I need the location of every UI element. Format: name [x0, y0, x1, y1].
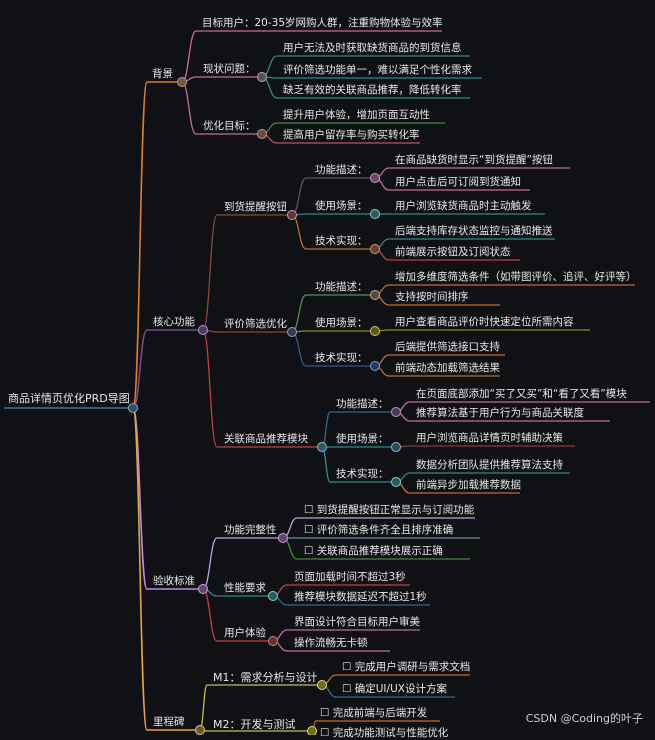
node-completeness[interactable]: 功能完整性	[224, 524, 277, 536]
connector	[291, 177, 307, 216]
node-dot[interactable]	[370, 244, 380, 254]
node-dot[interactable]	[257, 129, 267, 139]
node-dot[interactable]	[268, 636, 278, 646]
leaf-problem-1[interactable]: 用户无法及时获取缺货商品的到货信息	[283, 42, 462, 54]
node-restock-button[interactable]: 到货提醒按钮	[224, 201, 287, 213]
connector	[321, 411, 331, 448]
node-related-products[interactable]: 关联商品推荐模块	[224, 433, 308, 445]
leaf-goal-2[interactable]: 提高用户留存率与购买转化率	[283, 129, 420, 141]
watermark: CSDN @Coding的叶子	[525, 712, 643, 725]
node-dot[interactable]	[391, 477, 401, 487]
node-dot[interactable]	[287, 210, 297, 220]
connector	[181, 81, 197, 135]
leaf-completeness-1[interactable]: ☐ 到货提醒按钮正常显示与订阅功能	[304, 504, 475, 516]
node-dot[interactable]	[317, 442, 327, 452]
connector	[291, 214, 307, 250]
node-dot[interactable]	[317, 680, 327, 690]
leaf-performance-2[interactable]: 推荐模块数据延迟不超过1秒	[294, 591, 427, 603]
leaf-related-desc-2[interactable]: 推荐算法基于用户行为与商品关联度	[416, 407, 584, 419]
leaf-review-tech-2[interactable]: 前端动态加载筛选结果	[395, 362, 500, 374]
node-restock-tech[interactable]: 技术实现：	[315, 235, 368, 247]
leaf-restock-desc-2[interactable]: 用户点击后可订阅到货通知	[395, 176, 521, 188]
node-target-users[interactable]: 目标用户：20-35岁网购人群，注重购物体验与效率	[202, 17, 443, 29]
node-dot[interactable]	[370, 290, 380, 300]
node-dot[interactable]	[198, 325, 208, 335]
node-dot[interactable]	[268, 591, 278, 601]
connector	[132, 81, 148, 409]
node-dot[interactable]	[195, 725, 205, 735]
node-restock-desc[interactable]: 功能描述：	[315, 164, 368, 176]
node-review-scene[interactable]: 使用场景：	[315, 317, 368, 329]
connector	[199, 684, 208, 731]
connector	[291, 331, 307, 367]
node-dot[interactable]	[370, 361, 380, 371]
leaf-related-desc-1[interactable]: 在页面底部添加“买了又买”和“看了又看”模块	[416, 388, 627, 400]
node-performance[interactable]: 性能要求	[224, 582, 266, 594]
node-dot[interactable]	[370, 173, 380, 183]
leaf-ux-1[interactable]: 界面设计符合目标用户审美	[294, 616, 420, 628]
leaf-related-scene-1[interactable]: 用户浏览商品详情页时辅助决策	[416, 432, 563, 444]
node-goals[interactable]: 优化目标：	[203, 120, 256, 132]
leaf-restock-desc-1[interactable]: 在商品缺货时显示“到货提醒”按钮	[395, 154, 553, 166]
node-milestones[interactable]: 里程碑	[153, 716, 185, 728]
connector	[321, 446, 331, 483]
leaf-goal-1[interactable]: 提升用户体验，增加页面互动性	[283, 109, 430, 121]
node-dot[interactable]	[198, 584, 208, 594]
leaf-m1-1[interactable]: ☐ 完成用户调研与需求文档	[342, 661, 471, 673]
leaf-m1-2[interactable]: ☐ 确定UI/UX设计方案	[342, 683, 447, 695]
leaf-restock-scene-1[interactable]: 用户浏览缺货商品时主动触发	[395, 200, 532, 212]
connector	[202, 588, 218, 642]
leaf-completeness-3[interactable]: ☐ 关联商品推荐模块展示正确	[304, 545, 443, 557]
node-current-problems[interactable]: 现状问题：	[203, 63, 256, 75]
leaf-completeness-2[interactable]: ☐ 评价筛选条件齐全且排序准确	[304, 524, 454, 536]
leaf-m2-1[interactable]: ☐ 完成前端与后端开发	[320, 707, 428, 719]
node-dot[interactable]	[128, 403, 138, 413]
node-background[interactable]: 背景	[152, 68, 173, 80]
node-ux[interactable]: 用户体验	[224, 627, 266, 639]
node-review-desc[interactable]: 功能描述：	[315, 281, 368, 293]
node-related-scene[interactable]: 使用场景：	[336, 433, 389, 445]
leaf-m2-2[interactable]: ☐ 完成功能测试与性能优化	[320, 727, 449, 739]
node-dot[interactable]	[257, 72, 267, 82]
connector	[202, 329, 218, 448]
node-dot[interactable]	[391, 442, 401, 452]
node-acceptance[interactable]: 验收标准	[153, 575, 195, 587]
leaf-ux-2[interactable]: 操作流畅无卡顿	[294, 637, 368, 649]
node-review-tech[interactable]: 技术实现：	[315, 352, 368, 364]
node-dot[interactable]	[370, 326, 380, 336]
node-milestone-m2[interactable]: M2：开发与测试	[213, 718, 296, 731]
leaf-review-desc-2[interactable]: 支持按时间排序	[395, 291, 469, 303]
node-related-tech[interactable]: 技术实现：	[336, 468, 389, 480]
connector	[202, 537, 218, 590]
leaf-problem-2[interactable]: 评价筛选功能单一，难以满足个性化需求	[283, 64, 472, 76]
node-dot[interactable]	[307, 726, 317, 736]
leaf-restock-tech-1[interactable]: 后端支持库存状态监控与通知推送	[395, 225, 553, 237]
connector	[181, 30, 197, 83]
node-restock-scene[interactable]: 使用场景：	[315, 200, 368, 212]
node-dot[interactable]	[177, 77, 187, 87]
connector	[291, 294, 307, 333]
node-dot[interactable]	[278, 533, 288, 543]
leaf-review-desc-1[interactable]: 增加多维度筛选条件（如带图评价、追评、好评等）	[395, 271, 637, 283]
root-node[interactable]: 商品详情页优化PRD导图	[8, 392, 130, 405]
leaf-restock-tech-2[interactable]: 前端展示按钮及订阅状态	[395, 246, 511, 258]
leaf-review-scene-1[interactable]: 用户查看商品评价时快速定位所需内容	[395, 316, 574, 328]
connector	[202, 214, 218, 331]
node-dot[interactable]	[370, 209, 380, 219]
node-dot[interactable]	[391, 407, 401, 417]
node-core-features[interactable]: 核心功能	[153, 316, 195, 328]
node-related-desc[interactable]: 功能描述：	[336, 398, 389, 410]
leaf-problem-3[interactable]: 缺乏有效的关联商品推荐，降低转化率	[283, 84, 462, 96]
leaf-performance-1[interactable]: 页面加载时间不超过3秒	[294, 571, 406, 583]
node-milestone-m1[interactable]: M1：需求分析与设计	[213, 671, 318, 684]
leaf-related-tech-2[interactable]: 前端异步加载推荐数据	[416, 479, 521, 491]
node-review-filter[interactable]: 评价筛选优化	[224, 318, 287, 330]
leaf-review-tech-1[interactable]: 后端提供筛选接口支持	[395, 341, 500, 353]
leaf-related-tech-1[interactable]: 数据分析团队提供推荐算法支持	[416, 459, 563, 471]
connector	[132, 407, 148, 731]
node-dot[interactable]	[287, 327, 297, 337]
